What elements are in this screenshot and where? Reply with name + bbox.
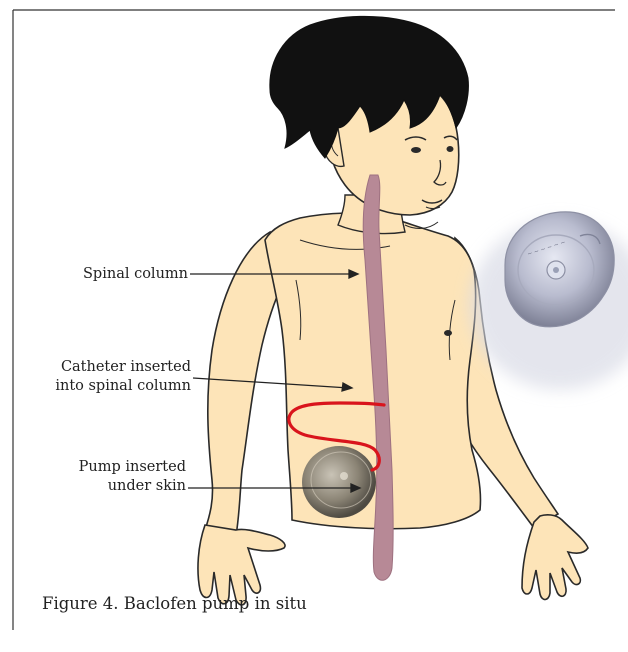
- pump-device-image: ~ ~ ~ ~ ~ ~: [470, 212, 628, 390]
- pump-label-line1: Pump inserted: [79, 458, 186, 477]
- pump-label-line2: under skin: [79, 477, 186, 496]
- eye: [447, 146, 454, 152]
- left-arm: [205, 232, 282, 536]
- left-hand: [198, 525, 285, 605]
- nipple: [444, 330, 452, 336]
- catheter-label: Catheter inserted into spinal column: [55, 358, 191, 396]
- pump-label: Pump inserted under skin: [79, 458, 186, 496]
- implanted-pump: [302, 446, 376, 518]
- spinal-column-label: Spinal column: [83, 265, 188, 284]
- right-hand: [522, 515, 588, 600]
- eye: [411, 147, 421, 153]
- catheter-label-line1: Catheter inserted: [55, 358, 191, 377]
- figure-caption: Figure 4. Baclofen pump in situ: [42, 594, 307, 613]
- catheter-label-line2: into spinal column: [55, 377, 191, 396]
